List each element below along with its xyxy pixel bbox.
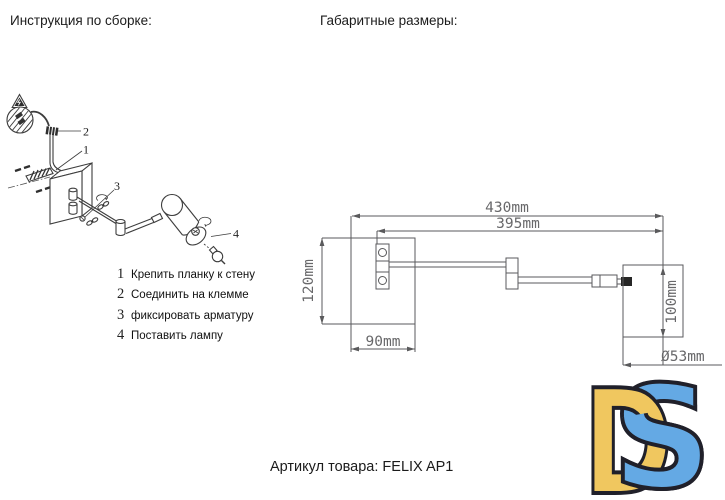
- dimension-drawing: 430mm 395mm 120mm: [301, 200, 722, 368]
- ds-logo: S D S: [581, 372, 714, 500]
- leader-4: [210, 233, 232, 237]
- assembly-step: 1 Крепить планку к стену: [117, 266, 255, 286]
- dim-100: 100mm: [660, 267, 680, 337]
- socket-side: [591, 274, 632, 288]
- arm-1-side: [389, 261, 506, 268]
- wires: [49, 135, 62, 174]
- part-label-3: 3: [114, 179, 120, 193]
- warning-icon: [11, 93, 28, 109]
- power-cable: [30, 110, 50, 127]
- dim-395-label: 395mm: [496, 216, 540, 232]
- assembly-step: 3 фиксировать арматуру: [117, 307, 255, 327]
- step-text: фиксировать арматуру: [131, 309, 254, 322]
- wing-screw-arm: [96, 194, 110, 210]
- dim-90-label: 90mm: [366, 334, 401, 350]
- step-text: Крепить планку к стену: [131, 269, 255, 281]
- arm-ferrule: [150, 212, 164, 224]
- joint-side: [505, 257, 519, 290]
- step-number: 1: [117, 266, 125, 282]
- assembly-step: 2 Соединить на клемме: [117, 286, 255, 306]
- bulb: [203, 243, 226, 265]
- bracket-posts: [68, 187, 78, 215]
- step-number: 4: [117, 327, 125, 344]
- shade-outline: [622, 264, 684, 338]
- step-number: 3: [117, 306, 125, 323]
- arm-2: [124, 217, 154, 235]
- dim-395: 395mm: [376, 216, 663, 244]
- dim-120-label: 120mm: [301, 259, 317, 303]
- step-number: 2: [117, 286, 125, 303]
- arm-2-side: [518, 276, 592, 284]
- dim-430: 430mm: [352, 200, 663, 219]
- dim-53-label: Ø53mm: [661, 349, 705, 365]
- logo-letter-s-overlay: S: [612, 372, 712, 500]
- lamp-head: [160, 193, 212, 246]
- leader-3: [84, 189, 115, 218]
- terminal-detail-circle: [6, 106, 34, 134]
- leader-1: [55, 150, 83, 171]
- assembly-heading: Инструкция по сборке:: [10, 13, 152, 28]
- centerline: [7, 176, 51, 189]
- assembly-step: 4 Поставить лампу: [117, 327, 255, 347]
- dim-90: 90mm: [350, 324, 416, 352]
- part-label-2: 2: [83, 125, 89, 139]
- step-text: Поставить лампу: [131, 330, 223, 343]
- logo-letter-d: D: [583, 372, 673, 500]
- dim-120: 120mm: [301, 237, 351, 325]
- dimensions-heading: Габаритные размеры:: [320, 13, 458, 28]
- assembly-steps-list: 1 Крепить планку к стену 2 Соединить на …: [117, 266, 255, 348]
- dim-53: Ø53mm: [622, 337, 722, 368]
- assembly-drawing: 2 1: [6, 93, 239, 265]
- dim-100-label: 100mm: [664, 280, 680, 324]
- elbow-joint: [115, 218, 126, 237]
- terminal-block: [45, 126, 59, 136]
- wall-box-outline: [350, 216, 416, 325]
- mounting-bracket: [375, 243, 390, 290]
- dim-430-label: 430mm: [485, 200, 529, 216]
- step-text: Соединить на клемме: [131, 289, 249, 302]
- part-label-4: 4: [233, 227, 239, 241]
- article-label: Артикул товара: FELIX AP1: [270, 459, 454, 475]
- part-label-1: 1: [83, 143, 89, 157]
- logo-letter-s: S: [612, 372, 712, 500]
- mounting-strip: [25, 167, 54, 183]
- wing-screw-plate: [79, 215, 99, 226]
